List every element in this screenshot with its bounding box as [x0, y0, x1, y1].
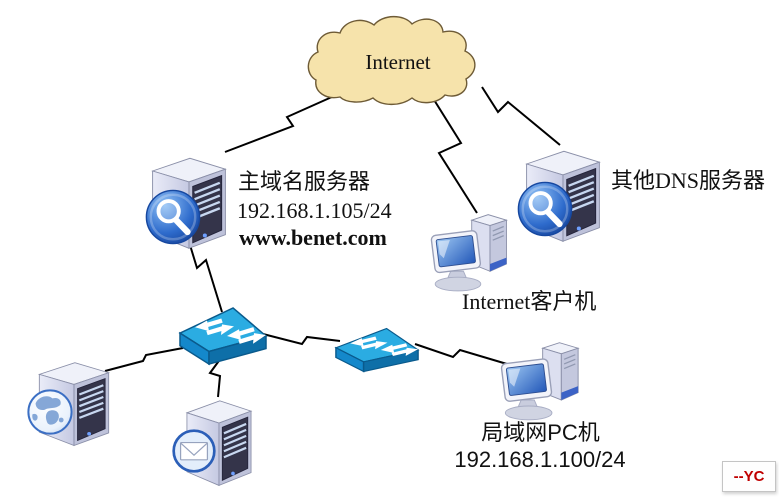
cloud-shape: [307, 15, 476, 106]
magnifier-icon: [146, 190, 199, 243]
link-switch1-switch2: [262, 333, 341, 346]
link-cloud-primary-dns: [224, 87, 353, 153]
primary-dns-name-label: 主域名服务器: [238, 169, 371, 194]
link-switch1-mail-server: [208, 357, 222, 398]
magnifier-icon: [518, 182, 571, 235]
primary-dns-domain-label: www.benet.com: [239, 225, 387, 250]
link-switch1-web-server: [104, 347, 184, 372]
internet-cloud-label: Internet: [365, 50, 431, 74]
primary-dns-ip-label: 192.168.1.105/24: [237, 198, 392, 223]
globe-icon: [27, 389, 73, 435]
envelope-icon: [172, 429, 216, 473]
link-switch2-lan-pc: [414, 343, 508, 365]
watermark-badge: --YC: [722, 461, 776, 492]
link-primary-dns-switch1: [189, 244, 223, 313]
switch1-icon: [180, 308, 266, 364]
internet-cloud: [307, 15, 476, 106]
other-dns-label: 其他DNS服务器: [611, 168, 766, 193]
lan-pc-ip-label: 192.168.1.100/24: [454, 447, 626, 472]
lan-pc-icon: [500, 341, 579, 421]
lan-pc-name-label: 局域网PC机: [481, 420, 600, 445]
link-cloud-internet-client: [430, 94, 478, 214]
internet-client-pc-icon: [430, 213, 508, 292]
switch2-icon: [336, 328, 418, 371]
internet-client-label: Internet客户机: [462, 289, 597, 314]
link-cloud-other-dns: [481, 86, 561, 146]
